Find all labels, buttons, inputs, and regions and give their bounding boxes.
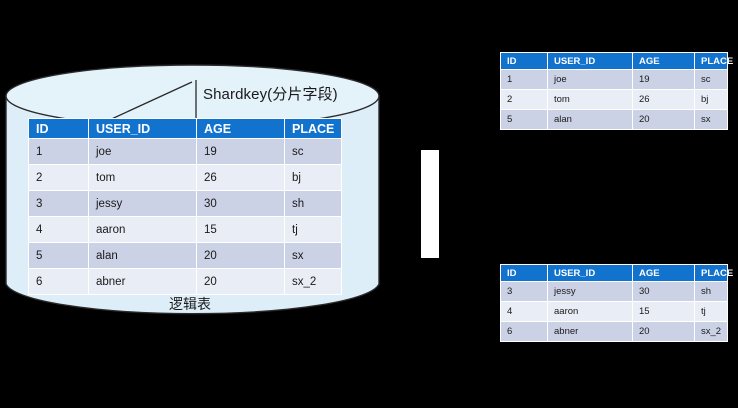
cell-place: sh	[694, 281, 728, 302]
cell-user-id: joe	[547, 69, 633, 90]
table-header-row: ID USER_ID AGE PLACE	[500, 52, 733, 70]
column-header-id: ID	[500, 52, 548, 70]
cell-user-id: tom	[547, 89, 633, 110]
table-row: 6 abner 20 sx_2	[500, 321, 728, 342]
cell-age: 15	[196, 216, 285, 243]
shardkey-pointer-line-icon	[104, 80, 197, 123]
cell-user-id: abner	[547, 321, 633, 342]
cell-place: sh	[284, 190, 342, 217]
cell-age: 26	[196, 164, 285, 191]
column-header-place: PLACE	[694, 52, 733, 70]
table-row: 1 joe 19 sc	[500, 69, 728, 90]
cell-id: 2	[28, 164, 89, 191]
column-header-id: ID	[500, 264, 548, 282]
cell-age: 19	[632, 69, 695, 90]
column-header-id: ID	[28, 118, 89, 139]
column-header-place: PLACE	[694, 264, 733, 282]
cell-id: 3	[500, 281, 548, 302]
cell-id: 2	[500, 89, 548, 110]
column-header-age: AGE	[632, 264, 695, 282]
cell-age: 26	[632, 89, 695, 110]
cell-id: 5	[28, 242, 89, 269]
logical-table: ID USER_ID AGE PLACE 1 joe 19 sc 2 tom 2…	[28, 118, 342, 295]
cell-id: 1	[500, 69, 548, 90]
shard-table-2: ID USER_ID AGE PLACE 3 jessy 30 sh 4 aar…	[500, 264, 733, 342]
table-row: 2 tom 26 bj	[28, 164, 342, 191]
cell-user-id: jessy	[547, 281, 633, 302]
cell-place: sc	[284, 138, 342, 165]
cell-user-id: jessy	[88, 190, 197, 217]
shard-table-1: ID USER_ID AGE PLACE 1 joe 19 sc 2 tom 2…	[500, 52, 733, 130]
cell-age: 19	[196, 138, 285, 165]
cell-place: sc	[694, 69, 728, 90]
cell-place: sx	[284, 242, 342, 269]
table-row: 4 aaron 15 tj	[28, 216, 342, 243]
column-header-user-id: USER_ID	[547, 264, 633, 282]
cell-place: tj	[694, 301, 728, 322]
cell-user-id: tom	[88, 164, 197, 191]
column-header-age: AGE	[196, 118, 285, 139]
table-row: 3 jessy 30 sh	[28, 190, 342, 217]
column-header-user-id: USER_ID	[88, 118, 197, 139]
cell-age: 20	[632, 321, 695, 342]
table-row: 5 alan 20 sx	[28, 242, 342, 269]
cell-id: 6	[28, 268, 89, 295]
cell-age: 15	[632, 301, 695, 322]
cell-user-id: joe	[88, 138, 197, 165]
cell-age: 20	[632, 109, 695, 130]
split-connector-block	[421, 150, 439, 258]
cell-id: 6	[500, 321, 548, 342]
table-row: 2 tom 26 bj	[500, 89, 728, 110]
cell-age: 30	[632, 281, 695, 302]
cell-place: bj	[284, 164, 342, 191]
cell-age: 20	[196, 242, 285, 269]
cell-place: tj	[284, 216, 342, 243]
logical-table-caption: 逻辑表	[169, 296, 211, 312]
column-header-user-id: USER_ID	[547, 52, 633, 70]
cell-place: sx_2	[284, 268, 342, 295]
table-row: 1 joe 19 sc	[28, 138, 342, 165]
column-header-age: AGE	[632, 52, 695, 70]
cell-id: 5	[500, 109, 548, 130]
cell-user-id: alan	[547, 109, 633, 130]
cell-place: sx	[694, 109, 728, 130]
table-header-row: ID USER_ID AGE PLACE	[28, 118, 342, 139]
cell-id: 4	[28, 216, 89, 243]
table-row: 3 jessy 30 sh	[500, 281, 728, 302]
cell-id: 3	[28, 190, 89, 217]
cell-user-id: abner	[88, 268, 197, 295]
table-row: 6 abner 20 sx_2	[28, 268, 342, 295]
shardkey-label: Shardkey(分片字段)	[203, 86, 338, 103]
table-row: 5 alan 20 sx	[500, 109, 728, 130]
cell-place: sx_2	[694, 321, 728, 342]
table-row: 4 aaron 15 tj	[500, 301, 728, 322]
cell-age: 20	[196, 268, 285, 295]
cell-place: bj	[694, 89, 728, 110]
cell-age: 30	[196, 190, 285, 217]
cell-id: 1	[28, 138, 89, 165]
column-header-place: PLACE	[284, 118, 342, 139]
cell-id: 4	[500, 301, 548, 322]
cell-user-id: aaron	[88, 216, 197, 243]
table-header-row: ID USER_ID AGE PLACE	[500, 264, 733, 282]
cell-user-id: alan	[88, 242, 197, 269]
cell-user-id: aaron	[547, 301, 633, 322]
